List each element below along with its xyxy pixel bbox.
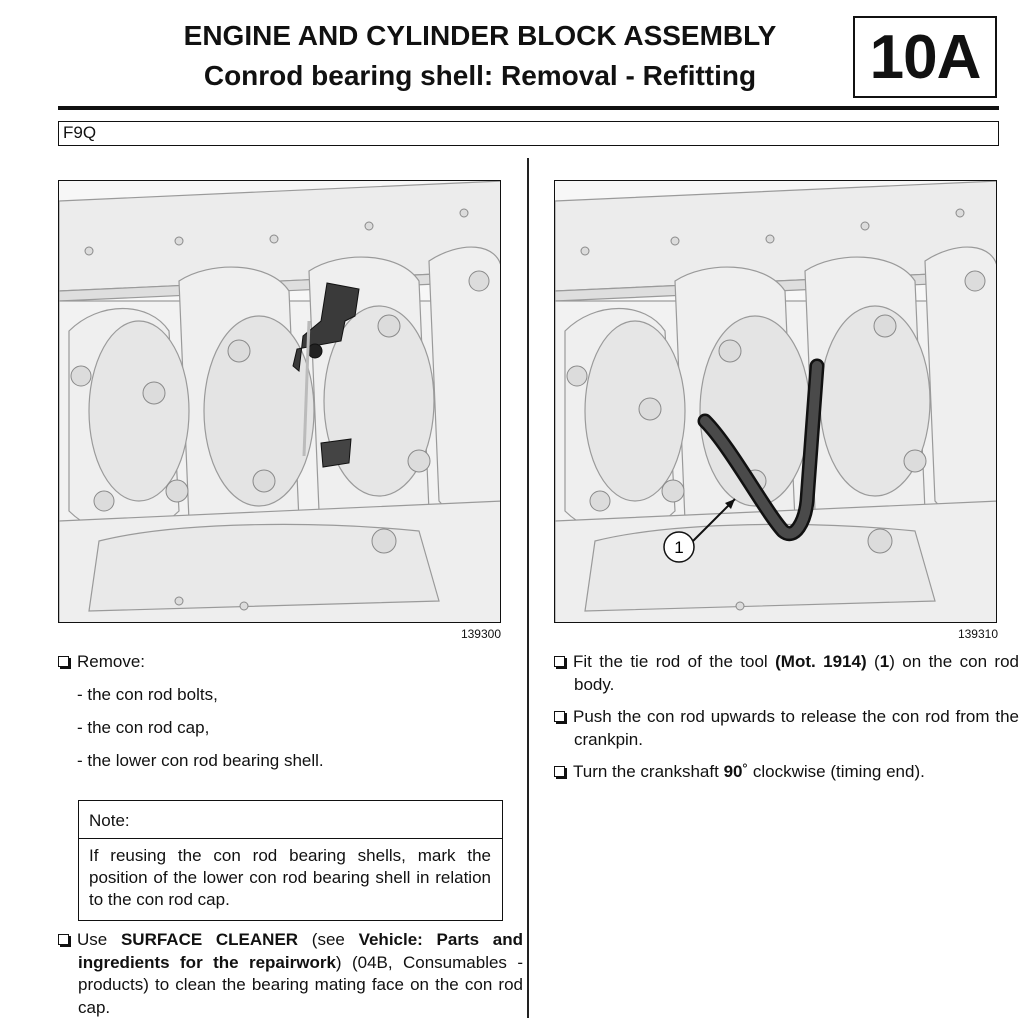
note-divider <box>78 838 503 839</box>
reference-title: Vehicle: Parts and ingredients for the r… <box>78 930 523 972</box>
column-divider <box>527 158 529 1018</box>
push-conrod-step: Push the con rod upwards to release the … <box>554 705 1019 751</box>
figure-conrod-removal <box>58 180 501 623</box>
fit-tie-rod-step: Fit the tie rod of the tool (Mot. 1914) … <box>554 650 1019 696</box>
tool-ref: (Mot. 1914) <box>775 652 867 671</box>
section-code-box: 10A <box>853 16 997 98</box>
step1-post: ) on the con rod body. <box>574 652 1020 694</box>
remove-step: Remove: <box>58 650 145 673</box>
note-body: If reusing the con rod bearing shells, m… <box>89 846 491 909</box>
checkbox-icon <box>554 766 565 777</box>
engine-illustration-right: 1 <box>555 181 996 622</box>
remove-item: - the con rod cap, <box>77 718 210 737</box>
see-text: (see <box>311 930 345 949</box>
page-title: ENGINE AND CYLINDER BLOCK ASSEMBLY <box>183 20 777 51</box>
checkbox-icon <box>554 711 565 722</box>
figure-ref-left: 139300 <box>460 627 501 641</box>
remove-item: - the lower con rod bearing shell. <box>77 751 324 770</box>
note-box: Note: <box>78 800 503 921</box>
use-cleaner-step: Use SURFACE CLEANER (see Vehicle: Parts … <box>58 929 523 1019</box>
use-text: Use <box>77 930 108 949</box>
checkbox-icon <box>58 656 69 667</box>
degree-symbol: ˚ <box>742 762 749 781</box>
remove-label: Remove: <box>77 652 146 671</box>
figure-ref-right: 139310 <box>957 627 998 641</box>
turn-crankshaft-step: Turn the crankshaft 90˚ clockwise (timin… <box>554 760 1019 783</box>
page-subtitle: Conrod bearing shell: Removal - Refittin… <box>203 60 757 91</box>
callout-1-label: 1 <box>674 538 683 557</box>
step3-post: clockwise (timing end). <box>752 762 925 781</box>
step1-pre: Fit the tie rod of the tool <box>573 652 768 671</box>
checkbox-icon <box>58 934 69 945</box>
callout-number: 1 <box>879 652 890 671</box>
product-name: SURFACE CLEANER <box>120 930 299 949</box>
step2-text: Push the con rod upwards to release the … <box>573 707 1019 749</box>
step3-pre: Turn the crankshaft <box>573 762 719 781</box>
step1-mid: ( <box>874 652 880 671</box>
use-rest-text: ) (04B, Consumables - products) to clean… <box>78 952 523 1017</box>
engine-illustration-left <box>59 181 500 622</box>
figure-tie-rod-fitting: 1 <box>554 180 997 623</box>
header-rule <box>58 106 999 110</box>
rotation-angle: 90 <box>723 762 743 781</box>
remove-item: - the con rod bolts, <box>77 685 218 704</box>
note-heading: Note: <box>89 811 130 830</box>
checkbox-icon <box>554 656 565 667</box>
engine-type-bar: F9Q <box>58 121 999 146</box>
